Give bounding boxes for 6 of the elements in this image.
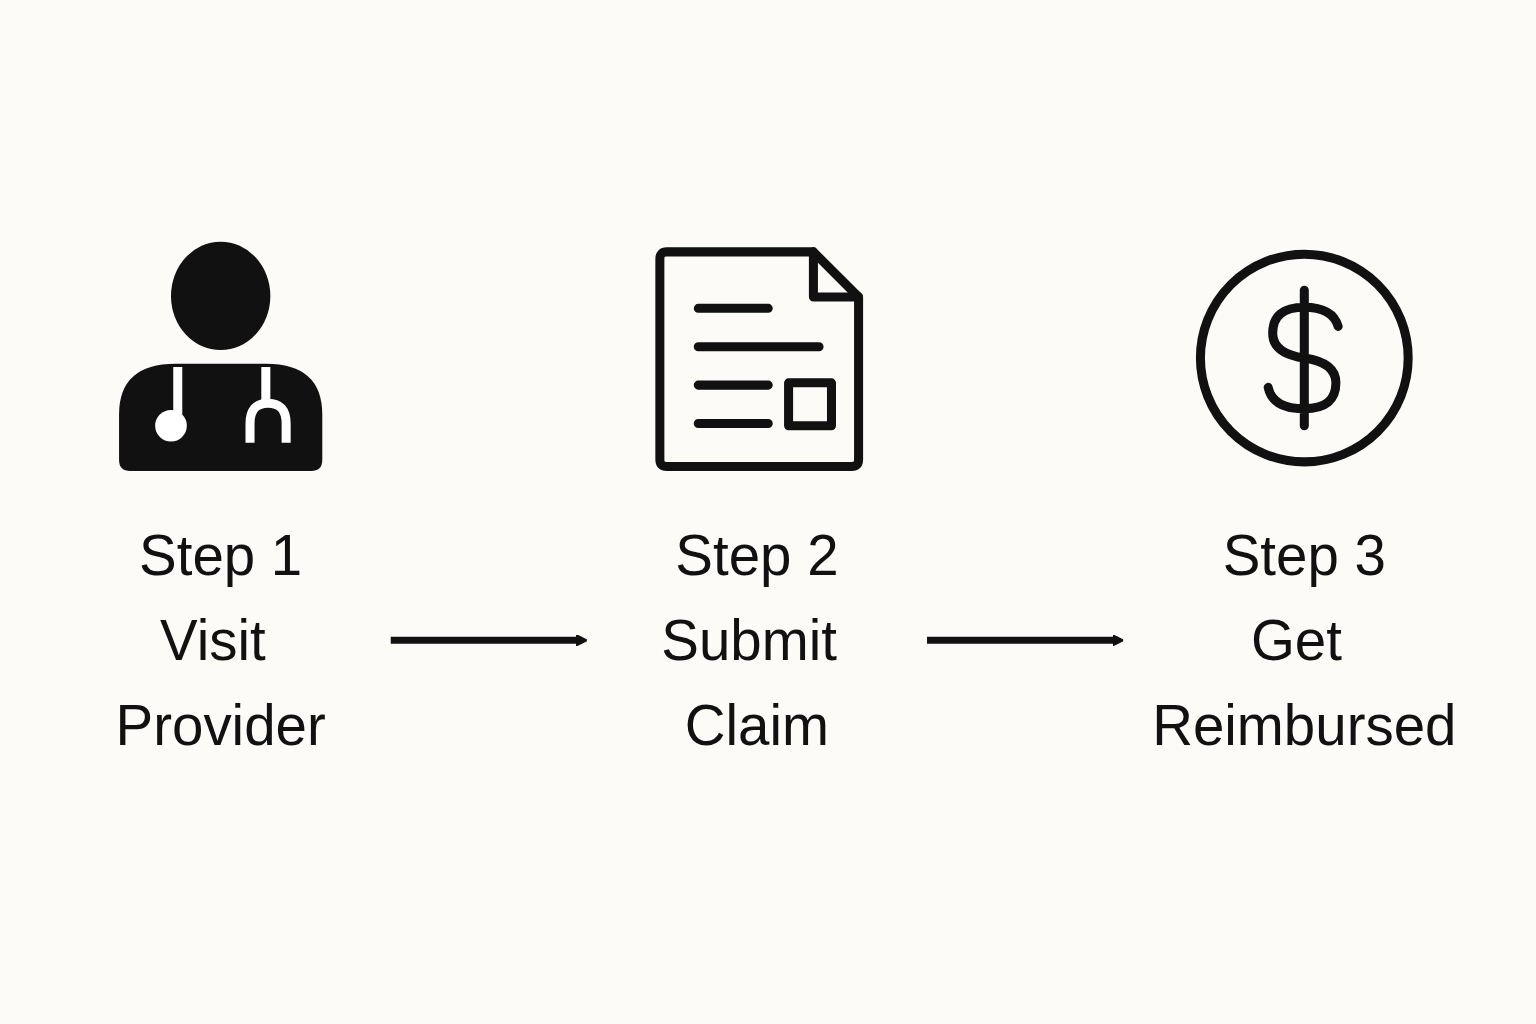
- flow-diagram: Step 1 Visit Provider Step 2 Submit Claim Step 3 Get Reimbursed: [40, 40, 1496, 984]
- node-text: Step 2 Submit Claim: [661, 524, 839, 757]
- node-text: Step 3 Get Reimbursed: [1152, 524, 1457, 757]
- arrow: [926, 634, 1125, 647]
- arrow: [390, 634, 589, 647]
- node-text: Step 1 Visit Provider: [115, 524, 326, 757]
